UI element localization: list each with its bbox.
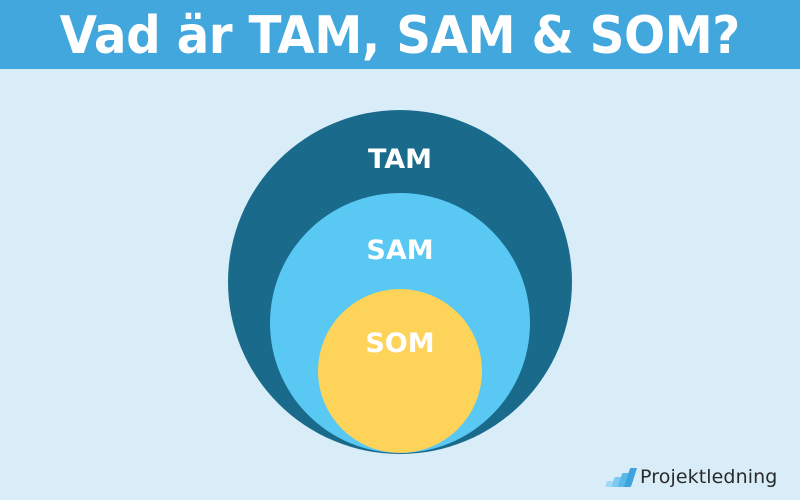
page-title: Vad är TAM, SAM & SOM? bbox=[0, 0, 800, 69]
logo-bar-4 bbox=[623, 468, 638, 487]
logo-text: Projektledning bbox=[640, 465, 778, 488]
som-label: SOM bbox=[365, 328, 435, 359]
som-circle bbox=[318, 289, 482, 453]
sam-label: SAM bbox=[366, 235, 434, 266]
ascending-bars-icon bbox=[603, 465, 638, 489]
tam-label: TAM bbox=[367, 144, 433, 175]
page-title-text: Vad är TAM, SAM & SOM? bbox=[59, 5, 741, 66]
header-banner bbox=[0, 0, 800, 69]
projektledning-logo: Projektledning bbox=[603, 463, 777, 491]
